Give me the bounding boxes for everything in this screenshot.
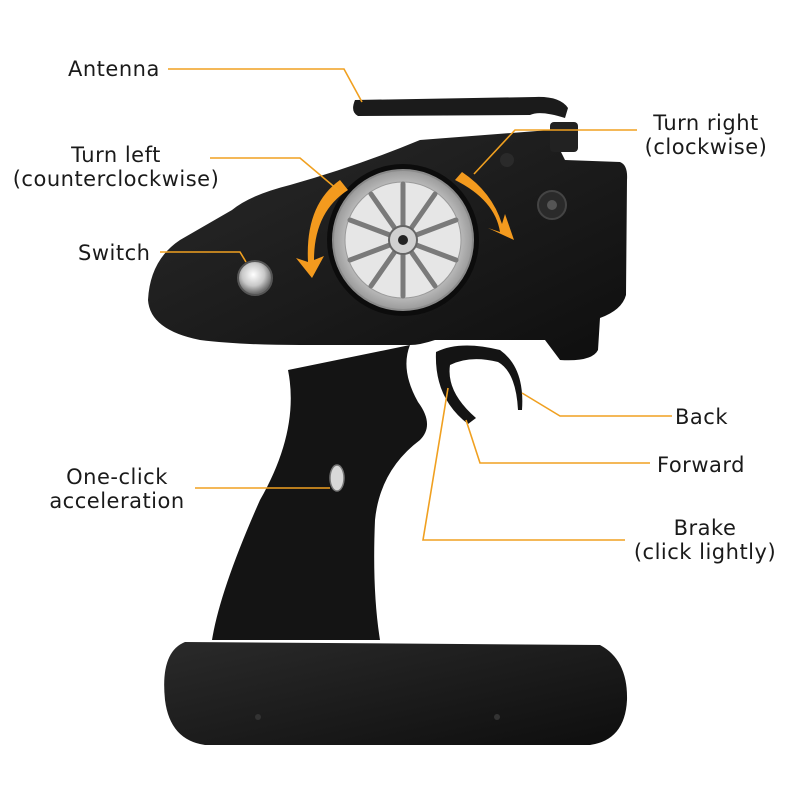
housing-knob-small — [500, 153, 514, 167]
label-brake: Brake (click lightly) — [630, 516, 780, 564]
antenna-rod — [353, 96, 568, 118]
turn-right-arrow-icon — [455, 172, 514, 240]
power-switch — [237, 260, 273, 296]
one-click-button — [329, 464, 345, 492]
steering-wheel — [327, 164, 479, 316]
label-turn-right: Turn right (clockwise) — [640, 111, 772, 159]
label-back-text: Back — [675, 405, 728, 429]
label-switch-text: Switch — [78, 241, 151, 265]
label-one-click-line1: One-click — [66, 465, 168, 489]
label-switch: Switch — [78, 241, 150, 265]
label-one-click-acceleration: One-click acceleration — [44, 465, 190, 513]
base-screw-left — [255, 714, 261, 720]
label-one-click-line2: acceleration — [49, 489, 185, 513]
handle-grip — [212, 345, 428, 640]
antenna-base — [550, 122, 578, 152]
label-turn-right-line2: (clockwise) — [644, 135, 768, 159]
label-turn-left-line2: (counterclockwise) — [12, 167, 220, 191]
label-turn-left: Turn left (counterclockwise) — [6, 143, 226, 191]
label-brake-line2: (click lightly) — [633, 540, 777, 564]
label-brake-line1: Brake — [673, 516, 737, 540]
turn-left-arrow-icon — [296, 180, 348, 278]
callout-lines — [160, 68, 672, 541]
base-screw-right — [494, 714, 500, 720]
label-antenna-text: Antenna — [68, 57, 160, 81]
label-forward-text: Forward — [657, 453, 745, 477]
label-back: Back — [675, 405, 728, 429]
label-antenna: Antenna — [68, 57, 160, 81]
label-turn-right-line1: Turn right — [653, 111, 759, 135]
throttle-trigger — [435, 345, 523, 424]
base-stand — [164, 642, 628, 745]
label-forward: Forward — [657, 453, 745, 477]
label-turn-left-line1: Turn left — [71, 143, 161, 167]
